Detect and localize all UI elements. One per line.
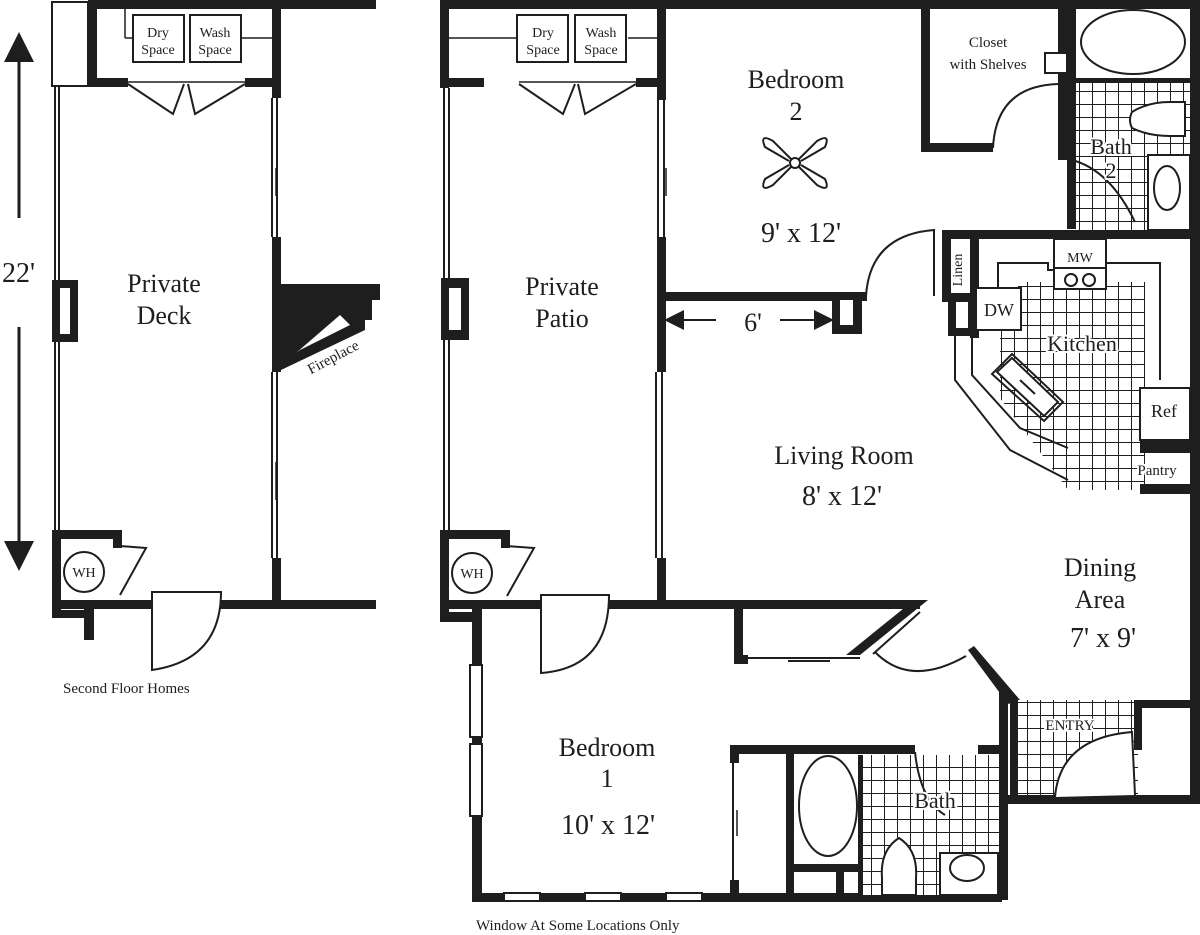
ceiling-fan-icon xyxy=(762,137,828,189)
kitchen-label: Kitchen xyxy=(1047,331,1117,356)
hall-span-label: 6' xyxy=(744,308,762,337)
wh-label: WH xyxy=(460,567,483,582)
bedroom2-label: Bedroom xyxy=(748,65,845,94)
bedroom2-number: 2 xyxy=(790,97,803,126)
microwave-label: MW xyxy=(1067,251,1093,266)
dimension-label: 22' xyxy=(2,258,35,289)
dining-label-1: Dining xyxy=(1064,553,1136,582)
patio-label-2: Patio xyxy=(535,304,588,333)
bath2-number: 2 xyxy=(1106,158,1117,183)
dryer-label-2: Space xyxy=(526,43,559,58)
bedroom1-label: Bedroom xyxy=(559,733,656,762)
deck-variant xyxy=(3,0,380,672)
windows-note: Window At Some Locations Only xyxy=(476,918,680,934)
deck-washer-label-2: Space xyxy=(198,43,231,58)
refrigerator-label: Ref xyxy=(1151,401,1177,421)
dishwasher-label: DW xyxy=(984,300,1014,320)
bath2-label: Bath xyxy=(1090,134,1132,159)
bath-label: Bath xyxy=(914,788,956,813)
deck-room-label-2: Deck xyxy=(137,301,192,330)
second-floor-note: Second Floor Homes xyxy=(63,681,190,697)
closet-label-1: Closet xyxy=(969,35,1008,51)
bedroom1-number: 1 xyxy=(601,764,614,793)
living-room-size: 8' x 12' xyxy=(802,481,882,512)
dryer-label-1: Dry xyxy=(532,26,554,41)
living-room-label: Living Room xyxy=(774,441,913,470)
washer-label-2: Space xyxy=(584,43,617,58)
patio-label-1: Private xyxy=(525,272,599,301)
entry-label: ENTRY xyxy=(1045,718,1094,734)
dining-size: 7' x 9' xyxy=(1070,623,1136,654)
dining-label-2: Area xyxy=(1075,585,1126,614)
deck-washer-label-1: Wash xyxy=(200,26,231,41)
deck-wh-label: WH xyxy=(72,566,95,581)
deck-dryer-label-1: Dry xyxy=(147,26,169,41)
deck-dryer-label-2: Space xyxy=(141,43,174,58)
deck-room-label-1: Private xyxy=(127,269,201,298)
pantry-label: Pantry xyxy=(1137,463,1177,479)
closet-label-2: with Shelves xyxy=(949,57,1026,73)
bedroom1-size: 10' x 12' xyxy=(561,810,655,841)
bedroom2-size: 9' x 12' xyxy=(761,218,841,249)
washer-label-1: Wash xyxy=(586,26,617,41)
linen-label: Linen xyxy=(951,254,966,287)
main-plan xyxy=(440,0,1200,902)
